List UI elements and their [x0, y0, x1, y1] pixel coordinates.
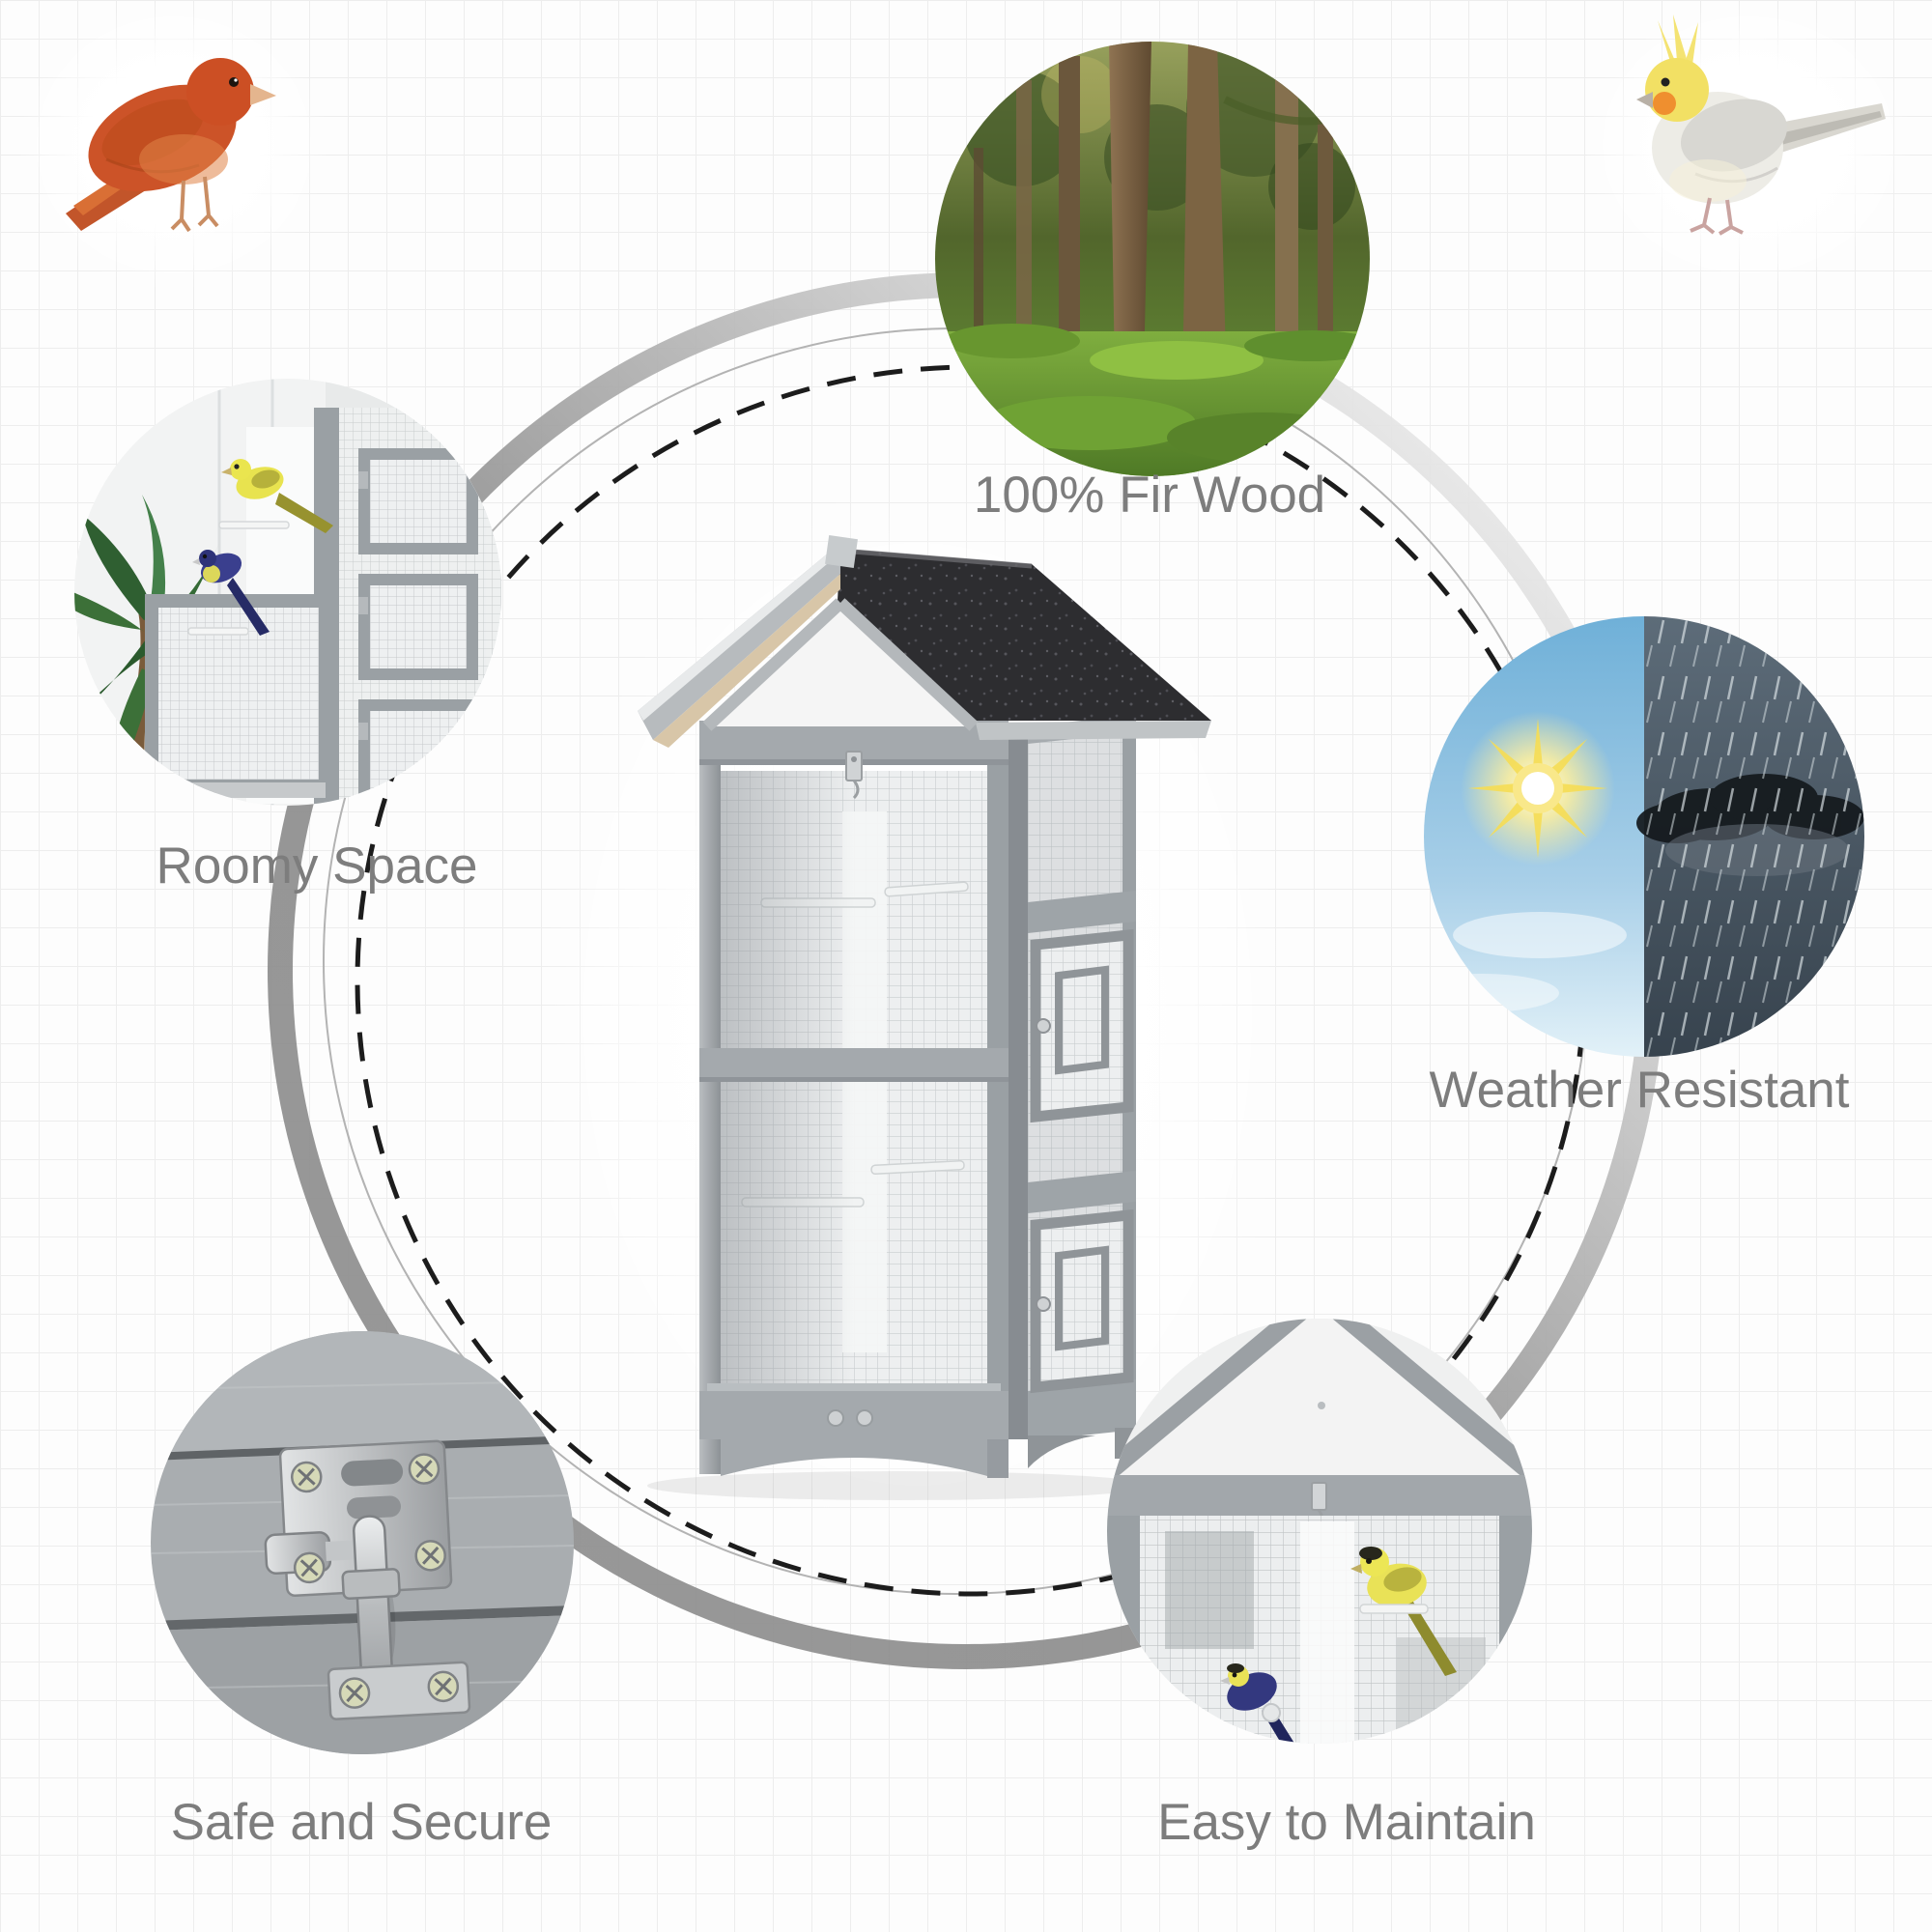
label-fir-wood: 100% Fir Wood — [973, 467, 1326, 524]
yellow-bird — [221, 459, 333, 533]
canary-beak — [250, 84, 276, 105]
sun-icon — [1468, 719, 1607, 858]
pull-out-tray — [699, 1383, 1009, 1439]
side-door-latch-icon — [1036, 1018, 1051, 1034]
canary-eye — [229, 77, 239, 87]
tray-knob — [856, 1409, 873, 1427]
red-canary-photo — [66, 58, 276, 233]
blue-bird — [192, 550, 270, 636]
cockatiel-photo — [1636, 14, 1886, 236]
cage-side-panel — [1028, 715, 1136, 1459]
label-weather-resistant: Weather Resistant — [1429, 1062, 1850, 1119]
bird-cage-product-photo — [638, 535, 1211, 1500]
sun-and-rain-split-photo — [1424, 616, 1864, 1057]
yellow-bird — [1350, 1547, 1457, 1676]
slide-bolt-latch-hardware — [264, 1439, 471, 1720]
cage-shadow — [647, 1471, 1150, 1500]
white-gable — [707, 603, 974, 726]
label-roomy-space: Roomy Space — [156, 838, 478, 895]
cockatiel-beak — [1636, 92, 1653, 108]
cockatiel-crest — [1658, 14, 1698, 65]
cockatiel-cheek — [1653, 92, 1676, 115]
cage-front-with-birds-photo — [1107, 1319, 1532, 1744]
front-door-latch-icon — [845, 751, 863, 800]
roof-underside-trim — [653, 574, 840, 748]
metal-slide-latch-photo — [151, 1331, 574, 1754]
perch-sticks — [187, 521, 290, 636]
aviary-interior-birds-photo — [74, 379, 501, 806]
tray-knob — [827, 1409, 844, 1427]
cage-legs — [699, 1435, 1095, 1478]
cage-side-door-upper — [1030, 928, 1134, 1123]
fir-forest-photo — [935, 42, 1370, 476]
side-door-latch-icon — [1036, 1296, 1051, 1312]
label-easy-maintain: Easy to Maintain — [1157, 1794, 1536, 1851]
cockatiel-eye — [1661, 77, 1670, 87]
red-canary-illustration — [66, 58, 276, 233]
gable-triangle — [1107, 1319, 1532, 1483]
label-safe-secure: Safe and Secure — [170, 1794, 553, 1851]
cockatiel-illustration — [1636, 14, 1886, 236]
blue-bird — [1220, 1663, 1295, 1744]
cage-roof — [638, 535, 1211, 748]
cage-side-door-lower — [1030, 1208, 1134, 1394]
